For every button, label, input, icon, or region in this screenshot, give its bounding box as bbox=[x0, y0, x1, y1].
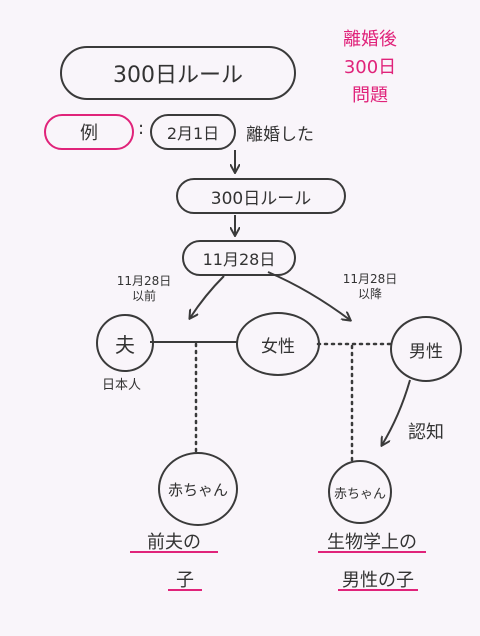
recognition-label: 認知 bbox=[408, 422, 444, 443]
baby-right-circle: 赤ちゃん bbox=[328, 460, 392, 524]
after-label-line-1: 11月28日 bbox=[342, 272, 398, 286]
arrow-date-to-before bbox=[190, 275, 225, 318]
after-label: 11月28日 以降 bbox=[330, 272, 410, 302]
caption-right-line-2: 男性の子 bbox=[342, 570, 414, 591]
side-note-line-3: 問題 bbox=[352, 85, 388, 106]
rule-box: 300日ルール bbox=[176, 178, 346, 214]
caption-right-line-1: 生物学上の bbox=[327, 532, 417, 553]
rule-title-box: 300日ルール bbox=[60, 46, 296, 100]
baby-left-circle: 赤ちゃん bbox=[158, 452, 238, 526]
date-box: 11月28日 bbox=[182, 240, 296, 276]
after-label-line-2: 以降 bbox=[357, 287, 382, 301]
woman-circle: 女性 bbox=[236, 312, 320, 376]
husband-caption: 日本人 bbox=[102, 378, 142, 393]
side-note-line-2: 300日 bbox=[343, 57, 397, 78]
side-note-line-1: 離婚後 bbox=[343, 29, 397, 50]
example-colon: : bbox=[138, 118, 145, 139]
example-label-box: 例 bbox=[44, 114, 134, 150]
side-note: 離婚後 300日 問題 bbox=[322, 26, 418, 110]
example-date-box: 2月1日 bbox=[150, 114, 236, 150]
husband-circle: 夫 bbox=[96, 314, 154, 372]
biological-man-circle: 男性 bbox=[390, 316, 462, 382]
example-event: 離婚した bbox=[246, 125, 314, 145]
caption-left-line-2: 子 bbox=[176, 570, 194, 591]
before-label: 11月28日 以前 bbox=[106, 274, 182, 304]
before-label-line-1: 11月28日 bbox=[116, 274, 172, 288]
caption-left-line-1: 前夫の bbox=[147, 532, 201, 553]
before-label-line-2: 以前 bbox=[131, 289, 156, 303]
arrow-recognition bbox=[382, 379, 411, 445]
